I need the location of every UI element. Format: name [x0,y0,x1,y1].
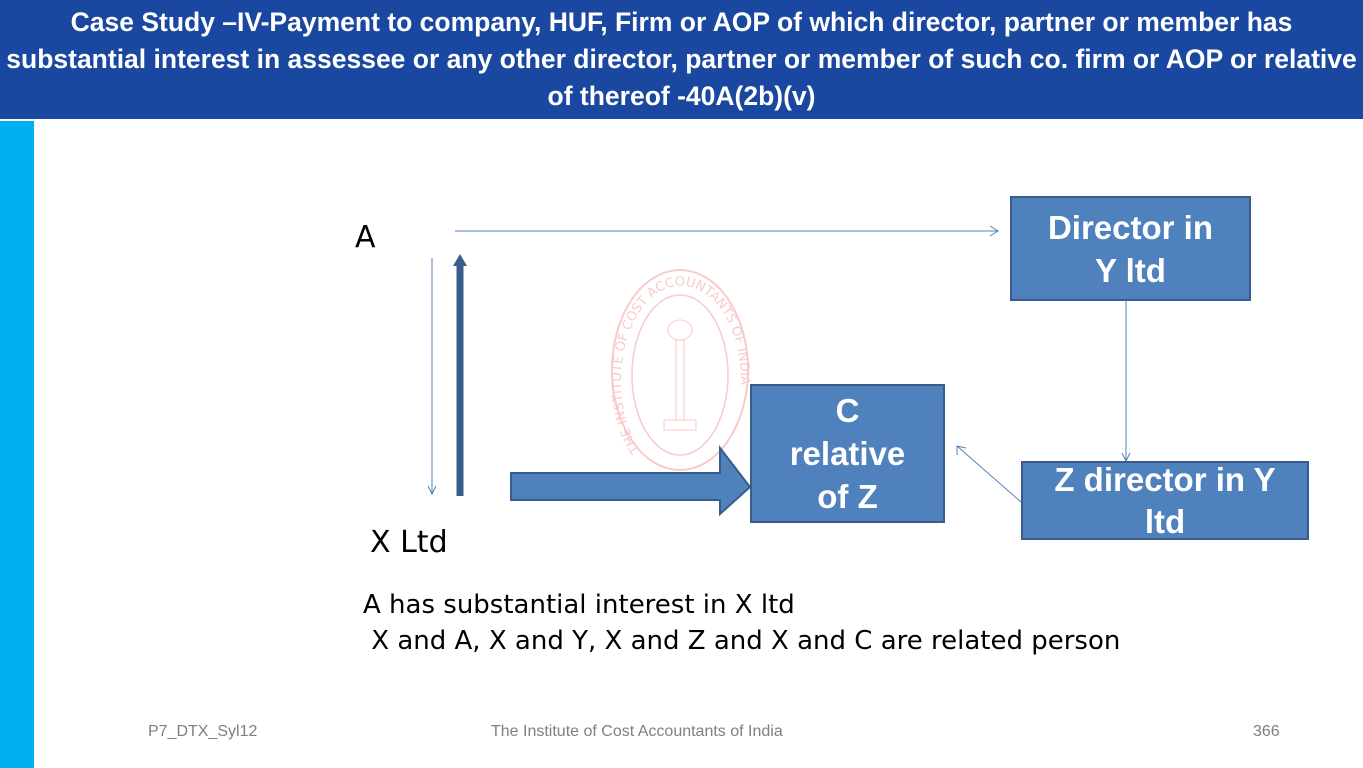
label-x-ltd: X Ltd [370,525,448,560]
box-c-relative: C relative of Z [750,384,945,523]
footer-institute: The Institute of Cost Accountants of Ind… [491,723,783,740]
slide-title: Case Study –IV-Payment to company, HUF, … [0,0,1363,119]
note-substantial-interest: A has substantial interest in X ltd [363,590,795,620]
footer-code: P7_DTX_Syl12 [148,723,258,740]
page-number: 366 [1253,723,1280,740]
label-a: A [355,220,376,255]
box-director-y-ltd: Director in Y ltd [1010,196,1251,301]
box-z-director: Z director in Y ltd [1021,461,1309,540]
watermark-seal: THE INSTITUTE OF COST ACCOUNTANTS OF IND… [610,269,752,471]
side-accent-bar [0,121,34,768]
note-related-persons: X and A, X and Y, X and Z and X and C ar… [363,626,1121,656]
